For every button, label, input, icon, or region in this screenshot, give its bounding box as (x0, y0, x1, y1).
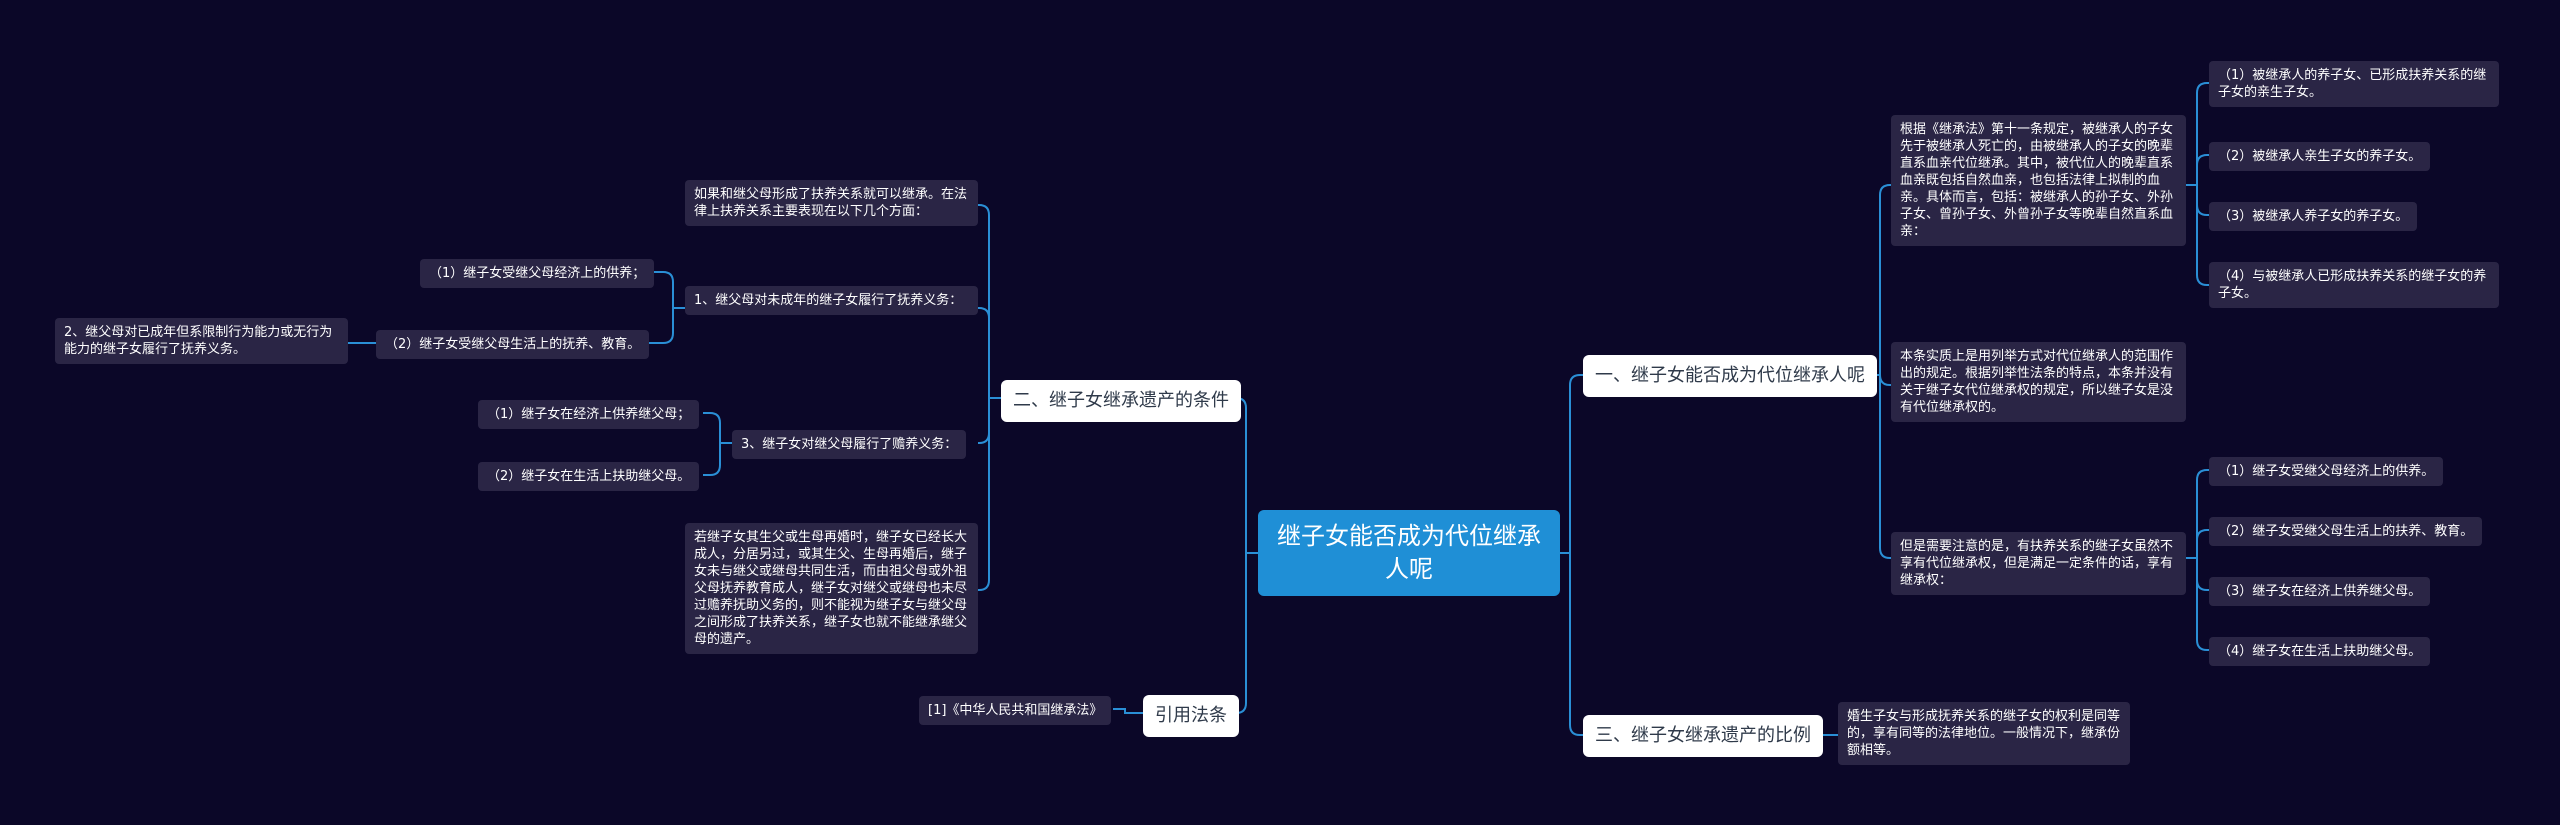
connector-line (2196, 558, 2209, 591)
leaf-text: （2）继子女受继父母生活上的扶养、教育。 (2218, 524, 2474, 539)
connector-line (703, 412, 721, 443)
leaf-item[interactable]: （1）继子女在经济上供养继父母； (478, 400, 700, 429)
leaf-text: 但是需要注意的是，有扶养关系的继子女虽然不享有代位继承权，但是满足一定条件的话，… (1900, 539, 2174, 588)
leaf-inheritance-law-article[interactable]: 根据《继承法》第十一条规定，被继承人的子女先于被继承人死亡的，由被继承人的子女的… (1891, 115, 2186, 246)
branch-eligibility[interactable]: 一、继子女能否成为代位继承人呢 (1583, 355, 1877, 397)
connector-line (649, 308, 674, 344)
leaf-reference-law[interactable]: [1]《中华人民共和国继承法》 (919, 696, 1112, 725)
leaf-item[interactable]: （4）继子女在生活上扶助继父母。 (2209, 637, 2431, 666)
leaf-text: （2）被继承人亲生子女的养子女。 (2218, 149, 2422, 164)
branch-conditions-label: 二、继子女继承遗产的条件 (1013, 390, 1229, 411)
branch-eligibility-label: 一、继子女能否成为代位继承人呢 (1595, 365, 1865, 386)
leaf-condition-1[interactable]: 1、继父母对未成年的继子女履行了抚养义务： (685, 286, 978, 315)
branch-share-ratio[interactable]: 三、继子女继承遗产的比例 (1583, 715, 1823, 757)
leaf-equal-share[interactable]: 婚生子女与形成抚养关系的继子女的权利是同等的，享有同等的法律地位。一般情况下，继… (1838, 702, 2130, 765)
connector-line (649, 271, 674, 308)
connector-line (2196, 82, 2209, 185)
leaf-text: 本条实质上是用列举方式对代位继承人的范围作出的规定。根据列举性法条的特点，本条并… (1900, 349, 2174, 415)
leaf-exception[interactable]: 若继子女其生父或生母再婚时，继子女已经长大成人，分居另过，或其生父、生母再婚后，… (685, 523, 978, 654)
leaf-text: （1）继子女受继父母经济上的供养。 (2218, 464, 2435, 479)
connector-line (978, 204, 990, 398)
connector-line (2196, 185, 2209, 286)
leaf-text: 如果和继父母形成了扶养关系就可以继承。在法律上扶养关系主要表现在以下几个方面： (694, 187, 968, 219)
connector-line (978, 307, 990, 398)
leaf-text: 根据《继承法》第十一条规定，被继承人的子女先于被继承人死亡的，由被继承人的子女的… (1900, 122, 2174, 239)
leaf-text: [1]《中华人民共和国继承法》 (928, 703, 1103, 718)
leaf-item[interactable]: （4）与被继承人已形成扶养关系的继子女的养子女。 (2209, 262, 2499, 308)
leaf-text: 若继子女其生父或生母再婚时，继子女已经长大成人，分居另过，或其生父、生母再婚后，… (694, 530, 968, 647)
leaf-item[interactable]: （1）被继承人的养子女、已形成扶养关系的继子女的亲生子女。 (2209, 61, 2499, 107)
leaf-item[interactable]: （1）继子女受继父母经济上的供养。 (2209, 457, 2444, 486)
leaf-intro[interactable]: 如果和继父母形成了扶养关系就可以继承。在法律上扶养关系主要表现在以下几个方面： (685, 180, 978, 226)
connector-line (978, 398, 990, 444)
connector-line (1879, 374, 1891, 386)
leaf-text: （2）继子女受继父母生活上的抚养、教育。 (385, 337, 641, 352)
connector-line (2196, 558, 2209, 651)
connector-line (1879, 375, 1891, 559)
root-topic[interactable]: 继子女能否成为代位继承人呢 (1258, 510, 1560, 596)
connector-line (978, 398, 990, 591)
leaf-text: 婚生子女与形成抚养关系的继子女的权利是同等的，享有同等的法律地位。一般情况下，继… (1847, 709, 2121, 758)
leaf-text: （3）继子女在经济上供养继父母。 (2218, 584, 2422, 599)
leaf-text: （1）被继承人的养子女、已形成扶养关系的继子女的亲生子女。 (2218, 68, 2487, 100)
leaf-item[interactable]: （2）继子女受继父母生活上的抚养、教育。 (376, 330, 650, 359)
branch-share-ratio-label: 三、继子女继承遗产的比例 (1595, 725, 1811, 746)
connector-line (2196, 529, 2209, 558)
leaf-item[interactable]: （3）继子女在经济上供养继父母。 (2209, 577, 2431, 606)
leaf-text: （4）与被继承人已形成扶养关系的继子女的养子女。 (2218, 269, 2487, 301)
leaf-conditions-note[interactable]: 但是需要注意的是，有扶养关系的继子女虽然不享有代位继承权，但是满足一定条件的话，… (1891, 532, 2186, 595)
root-topic-label: 继子女能否成为代位继承人呢 (1277, 522, 1541, 583)
leaf-condition-3[interactable]: 3、继子女对继父母履行了赡养义务： (732, 430, 967, 459)
branch-conditions[interactable]: 二、继子女继承遗产的条件 (1001, 380, 1241, 422)
connector-line (1879, 184, 1891, 375)
leaf-item[interactable]: （2）继子女在生活上扶助继父母。 (478, 462, 700, 491)
leaf-text: 3、继子女对继父母履行了赡养义务： (741, 437, 958, 452)
connector-line (703, 443, 721, 476)
leaf-text: （4）继子女在生活上扶助继父母。 (2218, 644, 2422, 659)
branch-references-label: 引用法条 (1155, 705, 1227, 726)
leaf-enumeration-note[interactable]: 本条实质上是用列举方式对代位继承人的范围作出的规定。根据列举性法条的特点，本条并… (1891, 342, 2186, 422)
connector-line (1113, 708, 1143, 714)
leaf-text: （3）被继承人养子女的养子女。 (2218, 209, 2409, 224)
leaf-text: （1）继子女在经济上供养继父母； (487, 407, 691, 422)
connector-line (2196, 154, 2209, 185)
leaf-text: （1）继子女受继父母经济上的供养； (429, 266, 646, 281)
leaf-text: 2、继父母对已成年但系限制行为能力或无行为能力的继子女履行了抚养义务。 (64, 325, 333, 357)
leaf-adult-ward[interactable]: 2、继父母对已成年但系限制行为能力或无行为能力的继子女履行了抚养义务。 (55, 318, 348, 364)
branch-references[interactable]: 引用法条 (1143, 695, 1239, 737)
connector-line (1569, 553, 1583, 736)
connector-line (1569, 374, 1583, 553)
connector-line (1230, 553, 1247, 714)
leaf-item[interactable]: （1）继子女受继父母经济上的供养； (420, 259, 655, 288)
leaf-text: （2）继子女在生活上扶助继父母。 (487, 469, 691, 484)
leaf-item[interactable]: （2）被继承人亲生子女的养子女。 (2209, 142, 2431, 171)
connector-line (2196, 185, 2209, 216)
connector-line (2196, 469, 2209, 558)
leaf-text: 1、继父母对未成年的继子女履行了抚养义务： (694, 293, 963, 308)
leaf-item[interactable]: （2）继子女受继父母生活上的扶养、教育。 (2209, 517, 2483, 546)
leaf-item[interactable]: （3）被继承人养子女的养子女。 (2209, 202, 2418, 231)
